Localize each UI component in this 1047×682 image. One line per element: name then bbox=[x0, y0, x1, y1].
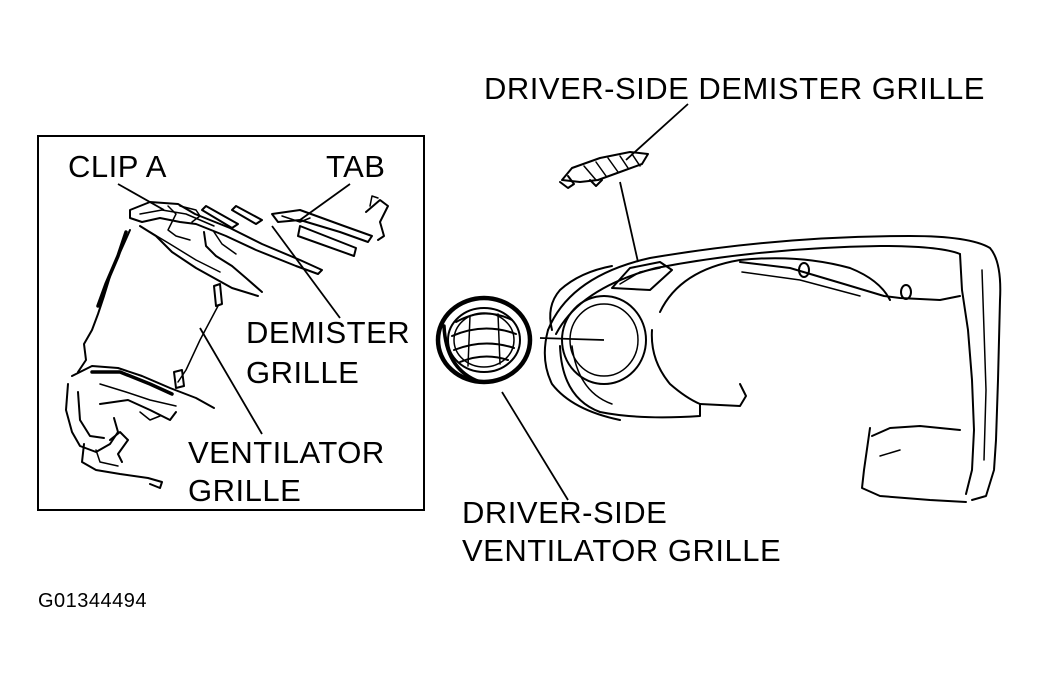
ventilator-install-line bbox=[539, 337, 605, 341]
label-demister-line-2: GRILLE bbox=[246, 355, 360, 390]
driver-side-demister-grille-part bbox=[559, 151, 649, 189]
label-driver-side-ventilator-line-1: DRIVER-SIDE bbox=[462, 495, 668, 530]
driver-side-demister-leader bbox=[625, 103, 689, 161]
driver-side-ventilator-leader bbox=[501, 391, 569, 501]
label-clip-a: CLIP A bbox=[68, 149, 167, 184]
ventilator-grille-leader bbox=[199, 327, 263, 435]
demister-install-line bbox=[619, 181, 639, 263]
label-driver-side-ventilator-line-2: VENTILATOR GRILLE bbox=[462, 533, 782, 568]
inset-ventilator-grille-drawing bbox=[65, 195, 389, 489]
label-tab: TAB bbox=[326, 149, 386, 184]
figure-id: G01344494 bbox=[38, 590, 148, 612]
instrument-panel-bezel bbox=[543, 235, 1002, 503]
label-driver-side-demister-grille: DRIVER-SIDE DEMISTER GRILLE bbox=[484, 71, 985, 106]
inset-frame bbox=[37, 135, 425, 511]
tab-leader bbox=[299, 183, 351, 221]
clip-a-leader bbox=[117, 183, 165, 211]
driver-side-ventilator-grille-part bbox=[435, 295, 533, 385]
demister-grille-leader bbox=[271, 225, 341, 319]
label-demister-line-1: DEMISTER bbox=[246, 315, 411, 350]
label-ventilator-line-2: GRILLE bbox=[188, 473, 302, 508]
label-ventilator-line-1: VENTILATOR bbox=[188, 435, 385, 470]
